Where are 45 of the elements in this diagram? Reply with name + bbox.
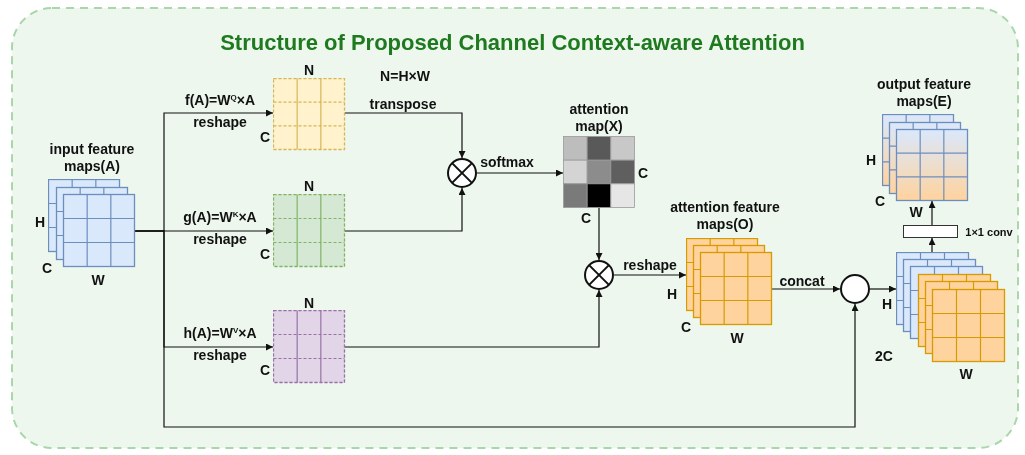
arrow [928, 237, 936, 253]
dimension-label: N [303, 178, 315, 194]
arrow [928, 200, 936, 226]
dimension-label: C [259, 362, 271, 378]
arrow [134, 230, 859, 428]
dimension-label: W [959, 366, 973, 382]
edge-label: f(A)=W$^{Q}$×A reshape [184, 91, 256, 132]
node-label: attention map(X) [568, 101, 630, 135]
arrow [476, 169, 564, 177]
layer-caption: 1×1 conv [965, 225, 1013, 240]
dimension-label: H [881, 296, 893, 312]
dimension-label: H [34, 214, 46, 230]
edge-label: g(A)=W$^{K}$×A reshape [182, 208, 258, 249]
edge-label: transpose [368, 95, 438, 114]
arrow [344, 112, 466, 159]
dimension-label: C [580, 210, 592, 226]
dimension-label: C [259, 246, 271, 262]
arrow [771, 285, 841, 293]
dimension-label: 2C [875, 348, 893, 364]
edge-label: reshape [622, 256, 678, 275]
dimension-label: C [874, 193, 886, 209]
dimension-label: N [303, 295, 315, 311]
arrow [613, 271, 687, 279]
formula-note: N=H×W [380, 68, 430, 84]
arrow [344, 187, 466, 232]
node-label: output feature maps(E) [875, 76, 973, 110]
dimension-label: C [259, 129, 271, 145]
node-label: attention feature maps(O) [669, 199, 781, 233]
dimension-label: C [637, 165, 649, 181]
dimension-label: H [865, 152, 877, 168]
edge-label: softmax [479, 153, 535, 172]
dimension-label: H [666, 286, 678, 302]
dimension-label: N [303, 62, 315, 78]
node-label: input feature maps(A) [48, 141, 136, 175]
dimension-label: C [41, 260, 53, 276]
dimension-label: W [909, 204, 923, 220]
arrow [595, 207, 603, 261]
edge-label: h(A)=W$^{V}$×A reshape [182, 324, 258, 365]
diagram-title: Structure of Proposed Channel Context-aware Attention [219, 30, 806, 56]
dimension-label: C [680, 319, 692, 335]
arrow [869, 285, 897, 293]
dimension-label: W [91, 272, 105, 288]
dimension-label: W [730, 330, 744, 346]
arrow [344, 289, 603, 348]
edge-label: concat [778, 272, 826, 291]
